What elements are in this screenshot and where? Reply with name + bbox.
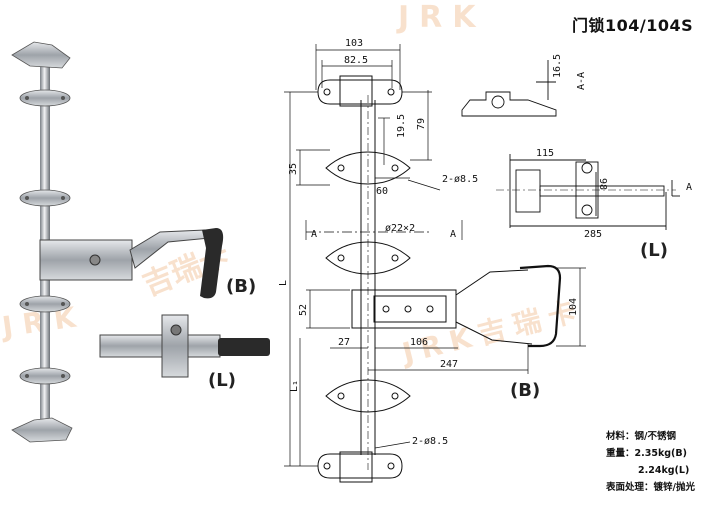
mark-a-right: A bbox=[450, 229, 456, 240]
dim-106: 106 bbox=[410, 337, 428, 348]
photo-lock-rod bbox=[11, 41, 224, 443]
spec-weight-l: 2.24kg(L) bbox=[638, 465, 690, 476]
dim-60: 60 bbox=[376, 186, 388, 197]
side-view-drawing bbox=[496, 154, 680, 230]
spec-list: 材料：钢/不锈钢 重量：2.35kg(B) 2.24kg(L) 表面处理：镀锌/… bbox=[606, 428, 695, 496]
dim-247: 247 bbox=[440, 359, 458, 370]
drawing-callout-l: (L) bbox=[640, 240, 668, 261]
section-aa-view bbox=[461, 60, 557, 117]
dimension-labels: 103 82.5 16.5 19.5 79 35 60 2-ø8.5 ø22×2… bbox=[278, 38, 692, 447]
dimension-lines bbox=[284, 44, 586, 467]
dim-285: 285 bbox=[584, 229, 602, 240]
mark-a-left: A bbox=[311, 229, 317, 240]
dim-rod: ø22×2 bbox=[385, 223, 415, 234]
dim-19-5: 19.5 bbox=[396, 114, 407, 138]
dim-35: 35 bbox=[288, 163, 299, 175]
photo-handle-l bbox=[99, 314, 270, 378]
main-elevation bbox=[317, 75, 562, 483]
drawing-callout-b: (B) bbox=[510, 380, 541, 401]
dim-27: 27 bbox=[338, 337, 350, 348]
dim-L1: L₁ bbox=[289, 380, 300, 392]
photo-callout-l: (L) bbox=[208, 370, 236, 391]
section-label: A-A bbox=[576, 72, 587, 90]
dim-hole-top: 2-ø8.5 bbox=[442, 174, 478, 185]
mark-a-side: A bbox=[686, 182, 692, 193]
dim-L: L bbox=[278, 280, 289, 286]
spec-finish: 表面处理：镀锌/抛光 bbox=[606, 482, 695, 493]
dim-103: 103 bbox=[345, 38, 363, 49]
photo-callout-b: (B) bbox=[226, 276, 257, 297]
spec-weight-b: 重量：2.35kg(B) bbox=[606, 448, 687, 459]
watermark-jrk-top: JRK bbox=[398, 0, 486, 35]
dim-hole-bottom: 2-ø8.5 bbox=[412, 436, 448, 447]
dim-98: 98 bbox=[597, 178, 608, 190]
dim-82-5: 82.5 bbox=[344, 55, 368, 66]
dim-16-5: 16.5 bbox=[552, 54, 563, 78]
dim-52: 52 bbox=[298, 304, 309, 316]
dim-104: 104 bbox=[568, 298, 579, 316]
dim-115: 115 bbox=[536, 148, 554, 159]
spec-material: 材料：钢/不锈钢 bbox=[606, 431, 676, 442]
dim-79: 79 bbox=[416, 118, 427, 130]
page-title: 门锁104/104S bbox=[572, 16, 694, 35]
